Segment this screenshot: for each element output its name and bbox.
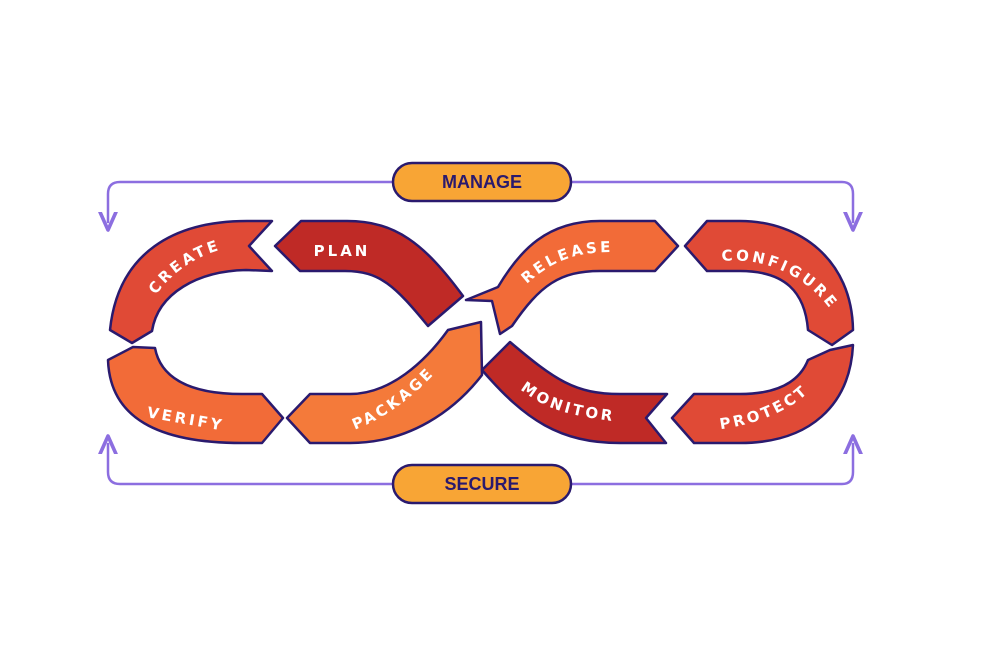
secure-connector-left [108, 444, 395, 486]
release-segment [464, 219, 680, 336]
protect-segment [670, 343, 855, 445]
secure-connector-right [570, 444, 853, 486]
manage-connector-left [108, 180, 395, 222]
verify-segment [106, 345, 285, 445]
secure-label: SECURE [444, 474, 519, 494]
create-segment [108, 219, 274, 345]
plan-segment [273, 219, 465, 328]
secure-pill: SECURE [391, 463, 573, 505]
manage-label: MANAGE [442, 172, 522, 192]
manage-pill: MANAGE [391, 161, 573, 203]
manage-pill-shape [391, 161, 573, 203]
monitor-segment [480, 340, 669, 445]
package-segment [285, 320, 484, 445]
secure-pill-shape [391, 463, 573, 505]
manage-connector [108, 180, 853, 222]
stage-label-plan: PLAN [314, 242, 371, 260]
secure-connector [108, 444, 853, 486]
manage-connector-right [570, 180, 853, 222]
configure-segment [683, 219, 855, 347]
